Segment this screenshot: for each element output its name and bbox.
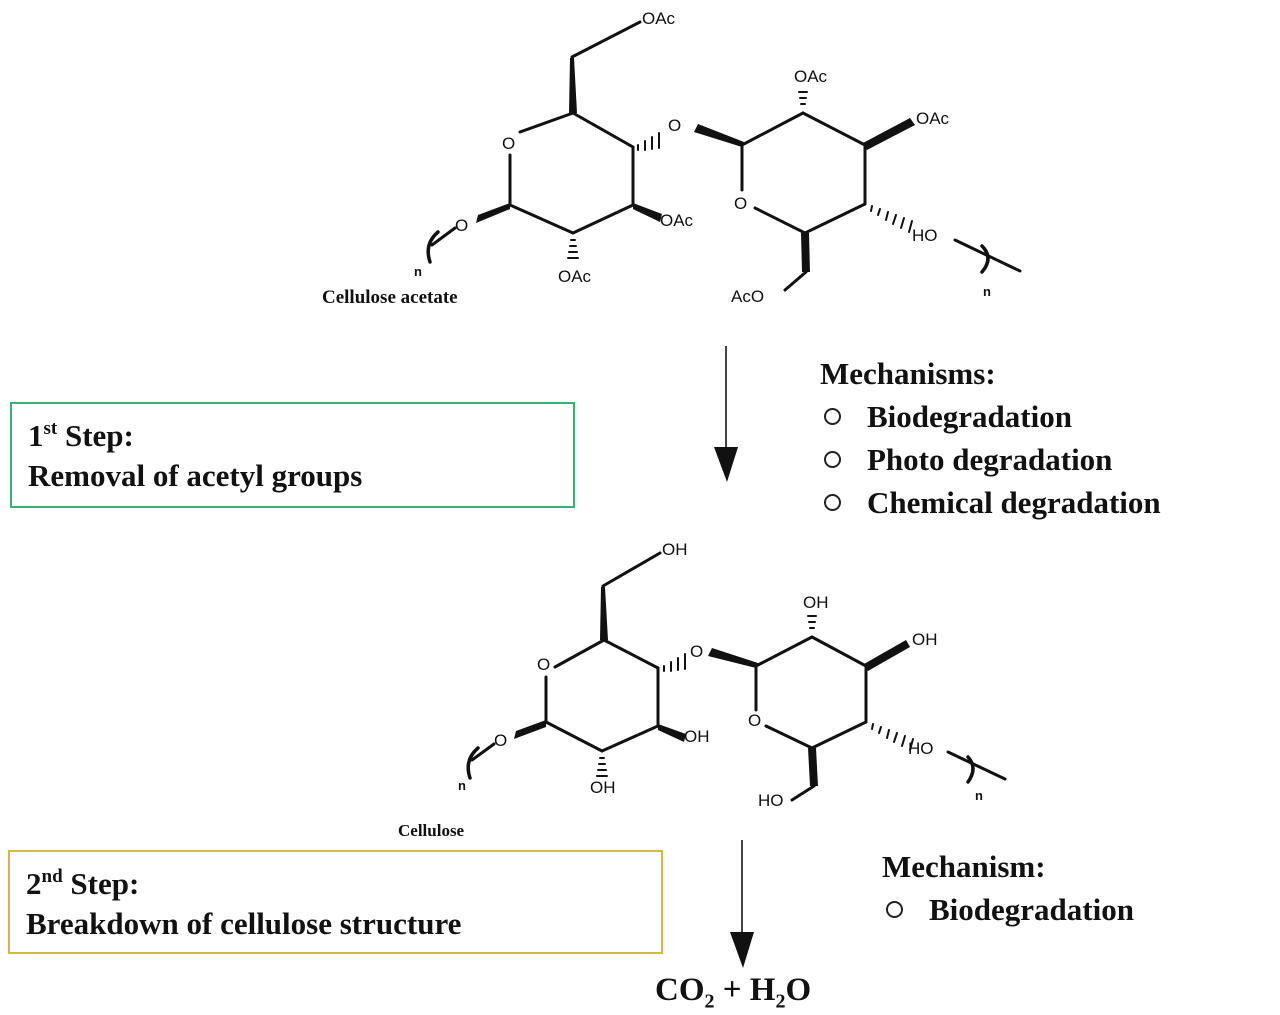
cellulose-acetate-structure xyxy=(426,20,1022,292)
mechanism-label: Biodegradation xyxy=(929,892,1134,927)
subscript: 2 xyxy=(704,990,715,1013)
bullet-circle-icon xyxy=(824,494,841,511)
cellulose-structure xyxy=(466,551,1007,802)
ordinal-suffix: nd xyxy=(41,866,63,887)
arrow-down-icon xyxy=(714,346,738,482)
step-1-description: Removal of acetyl groups xyxy=(28,458,363,493)
step-2-box: 2nd Step: Breakdown of cellulose structu… xyxy=(8,850,663,954)
mechanisms-heading: Mechanisms: xyxy=(820,356,996,391)
arrow-down-icon xyxy=(730,840,754,968)
atom-label: OH xyxy=(684,727,710,746)
atom-label: O xyxy=(455,216,468,235)
step-label: Step: xyxy=(62,866,140,901)
step-2-mechanisms: Mechanism: Biodegradation xyxy=(882,845,1134,931)
step-number: 1 xyxy=(28,418,44,453)
mechanism-item: Photo degradation xyxy=(820,438,1161,481)
atom-label: HO xyxy=(758,791,784,810)
molecule-name-cellulose: Cellulose xyxy=(398,821,465,840)
bullet-circle-icon xyxy=(886,901,903,918)
atom-label: OH xyxy=(912,630,938,649)
atom-label: OAc xyxy=(558,267,592,286)
atom-label: OAc xyxy=(642,9,676,28)
atom-label: OH xyxy=(662,540,688,559)
mechanism-item: Biodegradation xyxy=(820,395,1161,438)
atom-label: O xyxy=(537,655,550,674)
product-o: O xyxy=(785,972,812,1008)
atom-label: HO xyxy=(912,226,938,245)
bullet-circle-icon xyxy=(824,408,841,425)
atom-label: OAc xyxy=(916,109,950,128)
step-number: 2 xyxy=(26,866,42,901)
atom-label: AcO xyxy=(731,287,764,306)
cellulose-atom-labels: OH O O OH OH O OH OH O HO HO n n Cellulo… xyxy=(398,540,983,840)
repeat-unit-n: n xyxy=(458,778,466,793)
subscript: 2 xyxy=(775,990,786,1013)
atom-label: O xyxy=(502,134,515,153)
repeat-unit-n: n xyxy=(983,284,991,299)
mechanism-item: Chemical degradation xyxy=(820,481,1161,524)
repeat-unit-n: n xyxy=(414,264,422,279)
atom-label: O xyxy=(690,642,703,661)
molecule-name-cellulose-acetate: Cellulose acetate xyxy=(322,287,458,308)
atom-label: O xyxy=(494,731,507,750)
ordinal-suffix: st xyxy=(43,418,58,439)
mechanism-item: Biodegradation xyxy=(882,888,1134,931)
atom-label: OAc xyxy=(660,211,694,230)
step-1-mechanisms: Mechanisms: Biodegradation Photo degrada… xyxy=(820,352,1161,524)
mechanism-label: Biodegradation xyxy=(867,399,1072,434)
product-h: + H xyxy=(714,972,776,1008)
step-2-title: 2nd Step: xyxy=(26,864,645,904)
mechanisms-heading: Mechanism: xyxy=(882,849,1046,884)
cellulose-acetate-atom-labels: OAc O O OAc OAc O OAc OAc O HO AcO n n C… xyxy=(322,9,991,308)
atom-label: O xyxy=(748,711,761,730)
atom-label: OH xyxy=(803,593,829,612)
product-co: CO xyxy=(655,972,705,1008)
mechanism-label: Chemical degradation xyxy=(867,485,1161,520)
atom-label: O xyxy=(668,116,681,135)
repeat-unit-n: n xyxy=(975,788,983,803)
atom-label: OH xyxy=(590,778,616,797)
step-label: Step: xyxy=(57,418,134,453)
bullet-circle-icon xyxy=(824,451,841,468)
atom-label: HO xyxy=(908,739,934,758)
atom-label: O xyxy=(734,194,747,213)
step-1-title: 1st Step: xyxy=(28,416,557,456)
step-2-description: Breakdown of cellulose structure xyxy=(26,906,462,941)
mechanism-label: Photo degradation xyxy=(867,442,1113,477)
atom-label: OAc xyxy=(794,67,828,86)
final-products: CO2 + H2O xyxy=(655,972,811,1014)
step-1-box: 1st Step: Removal of acetyl groups xyxy=(10,402,575,508)
